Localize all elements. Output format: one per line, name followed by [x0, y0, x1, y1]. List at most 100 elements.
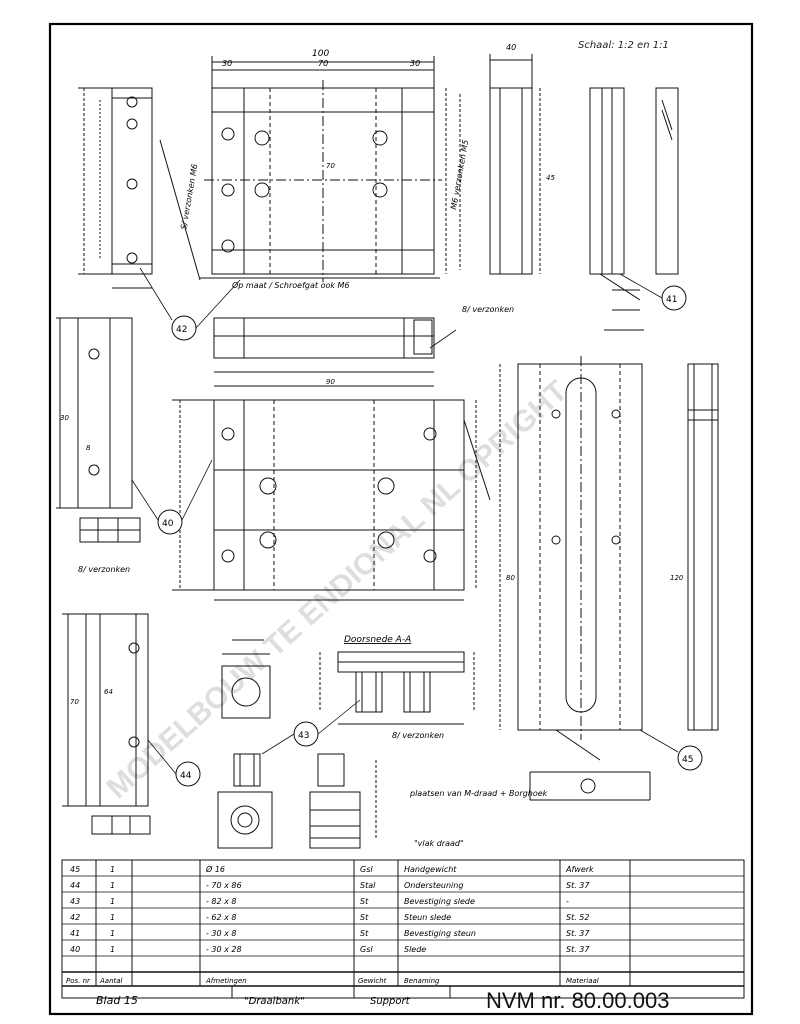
- view-middle-center-plan: [172, 317, 491, 601]
- svg-text:43: 43: [298, 731, 309, 741]
- dim-text: 90: [326, 378, 335, 386]
- middle-center-note: 8/ verzonken: [462, 305, 514, 314]
- parts-table-header: Pos. nr Aantal Afmetingen Gewicht Benami…: [66, 977, 599, 985]
- view-top-right-pair: [459, 54, 679, 331]
- svg-text:42: 42: [70, 913, 80, 922]
- svg-text:1: 1: [110, 945, 115, 954]
- sheet-border: [48, 22, 754, 1016]
- draad-note: "vlak draad": [414, 839, 464, 848]
- dim-text: 30: [60, 414, 69, 422]
- parts-table-row: 44 1 - 70 x 86 Stal Ondersteuning St. 37: [70, 881, 590, 890]
- svg-text:Gsl: Gsl: [360, 865, 373, 874]
- svg-text:- 30 x 8: - 30 x 8: [206, 929, 237, 938]
- drawing-number: NVM nr. 80.00.003: [486, 988, 669, 1013]
- view-bottom-left-side: [62, 613, 151, 835]
- dim-right-top: 40: [506, 43, 516, 52]
- svg-text:-: -: [566, 897, 569, 906]
- callout-45: 45: [677, 745, 703, 771]
- svg-text:45: 45: [682, 755, 693, 765]
- parts-table-row: 40 1 - 30 x 28 Gsl Slede St. 37: [70, 945, 590, 954]
- svg-text:Afmetingen: Afmetingen: [205, 977, 247, 985]
- dim-top-left: 30: [222, 59, 232, 68]
- svg-text:St: St: [360, 913, 369, 922]
- view-top-left-side: [78, 87, 201, 289]
- svg-text:Gewicht: Gewicht: [358, 977, 387, 985]
- parts-table-row: 41 1 - 30 x 8 St Bevestiging steun St. 3…: [70, 929, 590, 938]
- dim-text: 70: [326, 162, 335, 170]
- right-top-label: M6 verzonken M5: [449, 139, 470, 210]
- svg-text:40: 40: [70, 945, 80, 954]
- parts-table-row: 45 1 Ø 16 Gsl Handgewicht Afwerk: [70, 864, 594, 874]
- section-a-a-label: Doorsnede A-A: [344, 635, 411, 645]
- svg-text:- 30 x 28: - 30 x 28: [206, 945, 242, 954]
- parts-table-grid: [61, 859, 745, 999]
- callout-43: 43: [293, 721, 319, 747]
- svg-text:- 82 x 8: - 82 x 8: [206, 897, 237, 906]
- parts-table-row: 43 1 - 82 x 8 St Bevestiging slede -: [70, 897, 569, 906]
- callout-40: 40: [157, 509, 183, 535]
- callout-44: 44: [175, 761, 201, 787]
- svg-text:Ondersteuning: Ondersteuning: [404, 881, 463, 890]
- sheet-number: Blad 15: [96, 994, 138, 1007]
- svg-text:Slede: Slede: [404, 945, 426, 954]
- svg-text:41: 41: [666, 295, 677, 305]
- svg-text:44: 44: [70, 881, 80, 890]
- part-name: Support: [370, 996, 411, 1007]
- svg-text:Steun slede: Steun slede: [404, 913, 451, 922]
- section-bottom-note: 8/ verzonken: [392, 731, 444, 740]
- svg-text:Ø 16: Ø 16: [205, 864, 225, 874]
- svg-text:Gsl: Gsl: [360, 945, 373, 954]
- middle-left-note: 8/ verzonken: [78, 565, 130, 574]
- product-name: "Draaibank": [244, 996, 305, 1007]
- dim-text: 80: [506, 574, 515, 582]
- svg-text:Aantal: Aantal: [99, 977, 123, 985]
- svg-text:St: St: [360, 929, 369, 938]
- dim-text: 64: [104, 688, 113, 696]
- view-middle-right-slide: [499, 356, 719, 801]
- svg-text:Bevestiging slede: Bevestiging slede: [404, 897, 475, 906]
- view-bottom-center-blocks: [217, 639, 377, 849]
- vlak-note: plaatsen van M-draad + Borghoek: [409, 789, 548, 798]
- svg-text:1: 1: [110, 865, 115, 874]
- callout-42: 42: [171, 315, 197, 341]
- view-middle-left-side: [56, 317, 141, 543]
- dim-text: 8: [86, 444, 91, 452]
- view-top-center-front: [200, 56, 447, 282]
- svg-text:Stal: Stal: [360, 881, 376, 890]
- svg-text:1: 1: [110, 881, 115, 890]
- svg-text:Materiaal: Materiaal: [566, 977, 599, 985]
- scale-note: Schaal: 1:2 en 1:1: [578, 40, 669, 51]
- svg-text:St. 37: St. 37: [566, 945, 590, 954]
- svg-text:43: 43: [70, 897, 80, 906]
- svg-text:St. 37: St. 37: [566, 881, 590, 890]
- dim-top-overall: 100: [312, 49, 329, 59]
- svg-text:42: 42: [176, 325, 187, 335]
- svg-text:- 70 x 86: - 70 x 86: [206, 881, 242, 890]
- dim-top-right: 30: [410, 59, 420, 68]
- svg-text:1: 1: [110, 913, 115, 922]
- dim-text: 120: [670, 574, 684, 582]
- dim-text: 70: [70, 698, 79, 706]
- callout-41: 41: [661, 285, 687, 311]
- svg-text:45: 45: [70, 865, 80, 874]
- svg-text:41: 41: [70, 929, 80, 938]
- svg-text:Bevestiging steun: Bevestiging steun: [404, 929, 476, 938]
- svg-text:Pos. nr: Pos. nr: [66, 977, 91, 985]
- svg-text:- 62 x 8: - 62 x 8: [206, 913, 237, 922]
- svg-text:Handgewicht: Handgewicht: [404, 865, 457, 874]
- svg-text:St: St: [360, 897, 369, 906]
- view-top-left-label: S/ verzonken M6: [179, 163, 199, 230]
- svg-text:44: 44: [180, 771, 192, 781]
- watermark: MODELBOUW TE ENDIONAL NL OPRIGHT: [101, 374, 574, 805]
- dim-text: 45: [546, 174, 555, 182]
- dim-top-mid: 70: [318, 59, 328, 68]
- svg-text:Benaming: Benaming: [404, 977, 440, 985]
- svg-text:1: 1: [110, 897, 115, 906]
- svg-text:St. 52: St. 52: [566, 913, 589, 922]
- parts-table-row: 42 1 - 62 x 8 St Steun slede St. 52: [70, 913, 589, 922]
- leader-lines: [131, 267, 679, 775]
- svg-text:St. 37: St. 37: [566, 929, 590, 938]
- svg-text:1: 1: [110, 929, 115, 938]
- svg-text:40: 40: [162, 519, 174, 529]
